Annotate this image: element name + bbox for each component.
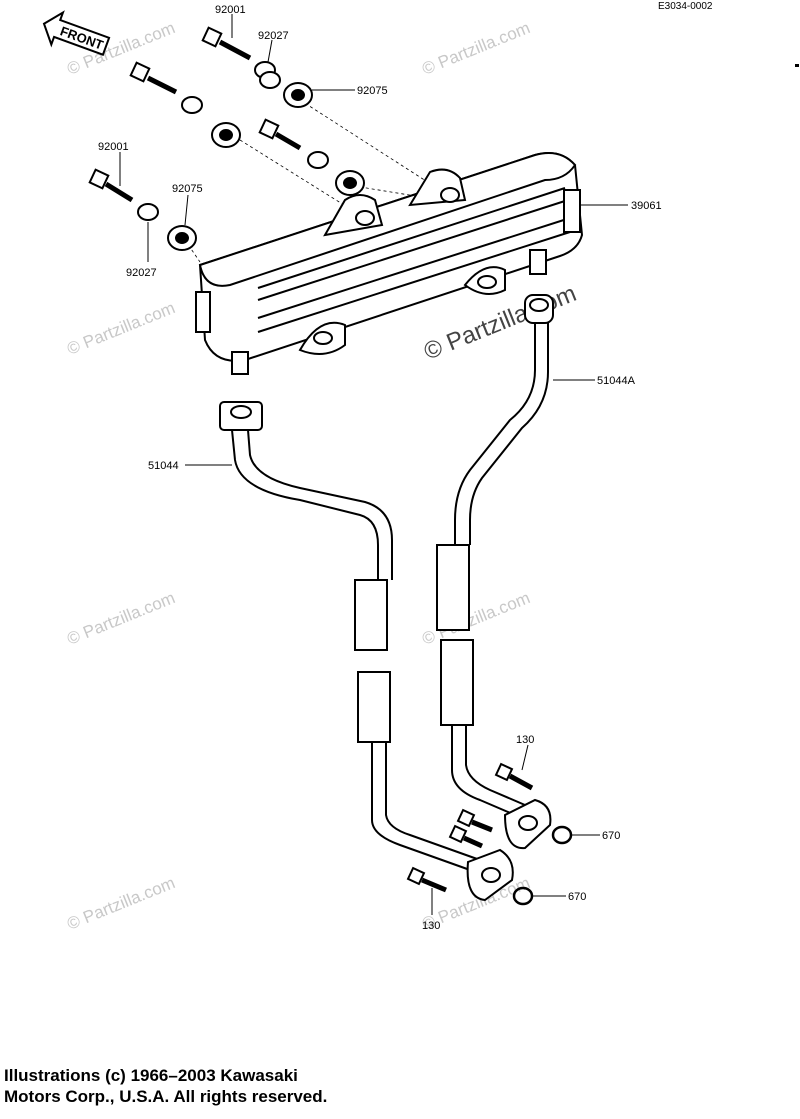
bolt-130-lower xyxy=(406,866,447,893)
part-label-92001-left: 92001 xyxy=(98,141,129,153)
front-arrow: FRONT xyxy=(42,10,111,57)
part-label-51044: 51044 xyxy=(148,460,179,472)
collar-92027-top xyxy=(254,61,281,89)
part-label-92075-left: 92075 xyxy=(172,183,203,195)
caption-line-1: Illustrations (c) 1966–2003 Kawasaki xyxy=(4,1066,298,1085)
oil-cooler xyxy=(195,152,584,375)
part-label-130-lower: 130 xyxy=(422,920,440,932)
watermark: © Partzilla.com xyxy=(64,588,177,649)
bolt-mid-right xyxy=(258,118,365,196)
part-label-670-lower: 670 xyxy=(568,891,586,903)
part-label-92027-left: 92027 xyxy=(126,267,157,279)
part-label-39061: 39061 xyxy=(631,200,662,212)
oil-pipe-51044A xyxy=(436,294,554,850)
caption-line-2: Motors Corp., U.S.A. All rights reserved… xyxy=(4,1087,328,1106)
bolt-92001-top xyxy=(201,26,252,61)
part-label-51044A: 51044A xyxy=(597,375,636,387)
part-label-92075-top: 92075 xyxy=(357,85,388,97)
watermark: © Partzilla.com xyxy=(419,18,532,79)
part-labels: 92001 92027 92075 92001 92075 92027 3906… xyxy=(98,4,662,932)
watermark: © Partzilla.com xyxy=(64,298,177,359)
grommet-92075-top xyxy=(283,82,313,108)
part-label-92001-top: 92001 xyxy=(215,4,246,16)
part-label-92027-top: 92027 xyxy=(258,30,289,42)
leader-lines xyxy=(119,14,628,915)
bolt-92001-left xyxy=(88,168,197,251)
part-label-670-upper: 670 xyxy=(602,830,620,842)
bolt-mid-left xyxy=(129,61,241,148)
copyright-caption: Illustrations (c) 1966–2003 Kawasaki Mot… xyxy=(4,1065,327,1107)
oring-670-upper xyxy=(551,825,573,845)
part-label-130-upper: 130 xyxy=(516,734,534,746)
diagram-code: E3034-0002 xyxy=(658,1,713,12)
bolt-130-upper xyxy=(448,762,534,849)
edge-mark xyxy=(795,64,799,67)
oil-pipe-51044 xyxy=(219,401,514,902)
watermark: © Partzilla.com xyxy=(64,873,177,934)
alignment-lines xyxy=(184,99,441,263)
